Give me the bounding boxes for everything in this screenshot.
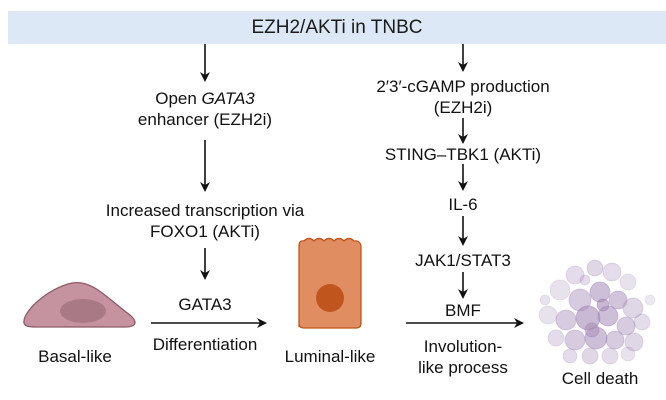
dead-cell-fragment xyxy=(579,274,591,286)
increased-transcription-text: Increased transcription via xyxy=(105,201,305,220)
transcription-foxo1-label: Increased transcription via FOXO1 (AKTi) xyxy=(75,200,335,242)
open-text: Open xyxy=(155,89,202,108)
luminal-cell-icon xyxy=(298,237,362,329)
dead-cell-fragment xyxy=(624,332,644,352)
open-gata3-label: Open GATA3 enhancer (EZH2i) xyxy=(115,88,295,130)
diagram-title: EZH2/AKTi in TNBC xyxy=(251,16,423,38)
dead-cell-fragment xyxy=(620,346,636,362)
dead-cell-fragment xyxy=(539,294,551,306)
dead-cell-cluster-icon xyxy=(538,259,656,365)
sting-tbk1-label: STING–TBK1 (AKTi) xyxy=(384,145,542,164)
luminal-like-label: Luminal-like xyxy=(284,347,376,366)
dead-cell-fragment xyxy=(538,305,558,325)
il6-label: IL-6 xyxy=(448,195,478,214)
jak1-stat3-label: JAK1/STAT3 xyxy=(415,251,511,270)
basal-cell-icon xyxy=(23,282,136,328)
dead-cell-fragment xyxy=(547,329,565,347)
dead-cell-fragment xyxy=(602,262,622,282)
involution-text: Involution- xyxy=(423,337,503,356)
cgamp-ezh2i-text: (EZH2i) xyxy=(433,98,493,117)
title-banner: EZH2/AKTi in TNBC xyxy=(8,11,666,44)
gata3-gene-italic: GATA3 xyxy=(201,89,255,108)
dead-cell-fragment xyxy=(584,322,600,338)
dead-cell-fragment xyxy=(555,309,577,331)
foxo1-aktI-text: FOXO1 (AKTi) xyxy=(150,222,260,241)
dead-cell-fragment xyxy=(549,279,571,301)
dead-cell-fragment xyxy=(596,298,610,312)
dead-cell-fragment xyxy=(564,329,586,351)
gata3-arrow-label: GATA3 xyxy=(178,295,232,314)
dead-cell-fragment xyxy=(633,313,651,331)
dead-cell-fragment xyxy=(619,273,637,291)
basal-like-label: Basal-like xyxy=(38,347,112,366)
cgamp-text: 2′3′-cGAMP production xyxy=(376,77,550,96)
dead-cell-fragment xyxy=(605,330,625,350)
dead-cell-fragment xyxy=(586,259,604,277)
involution-label: Involution- like process xyxy=(393,336,533,378)
dead-cell-fragment xyxy=(644,294,656,306)
dead-cell-fragment xyxy=(589,281,611,303)
dead-cell-fragment xyxy=(601,347,619,365)
dead-cell-fragment xyxy=(616,316,636,336)
enhancer-ezh2i-text: enhancer (EZH2i) xyxy=(137,110,273,129)
dead-cell-fragment xyxy=(565,265,585,285)
bmf-label: BMF xyxy=(445,301,481,320)
dead-cell-fragment xyxy=(608,290,628,310)
dead-cell-fragment xyxy=(562,348,578,364)
dead-cell-fragment xyxy=(622,297,644,319)
dead-cell-fragment xyxy=(581,347,599,365)
differentiation-label: Differentiation xyxy=(152,335,258,354)
like-process-text: like process xyxy=(418,358,508,377)
cell-death-label: Cell death xyxy=(561,369,639,388)
cgamp-production-label: 2′3′-cGAMP production (EZH2i) xyxy=(368,76,558,118)
